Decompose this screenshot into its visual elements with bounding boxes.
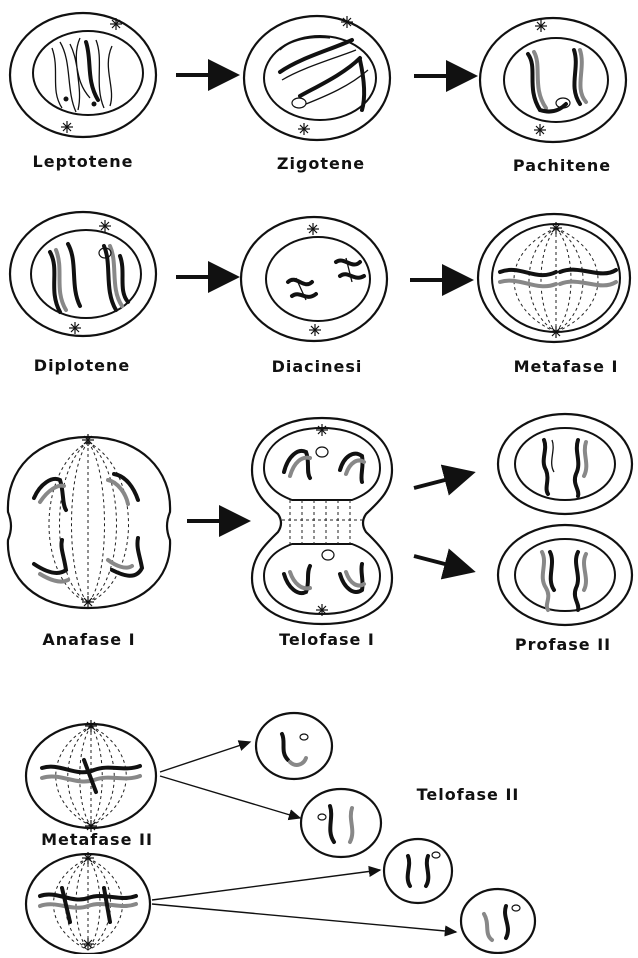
label-telofase-2: Telofase II: [417, 785, 520, 804]
label-metafase-1: Metafase I: [514, 357, 619, 376]
label-leptotene: Leptotene: [33, 152, 134, 171]
cell-leptotene: [10, 13, 156, 137]
centrosome-icon: [550, 326, 562, 338]
arrow-icon: [152, 904, 456, 932]
cell-metafase-1: [478, 214, 630, 342]
centrosome-icon: [309, 324, 321, 336]
cell-pachitene: [480, 18, 626, 142]
cell-telofase-1: [252, 418, 392, 624]
cell-diacinesi: [241, 217, 387, 341]
arrow-icon: [160, 776, 300, 818]
centrosome-icon: [307, 223, 319, 235]
centrosome-icon: [99, 220, 111, 232]
label-diacinesi: Diacinesi: [272, 357, 363, 376]
label-telofase-1: Telofase I: [279, 630, 375, 649]
centrosome-icon: [535, 20, 547, 32]
arrow-icon: [152, 870, 380, 900]
cell-diplotene: [10, 212, 156, 336]
cell-zigotene: [244, 16, 390, 140]
arrow-icon: [160, 742, 250, 772]
centrosome-icon: [341, 16, 353, 28]
arrow-icon: [414, 556, 468, 570]
label-zigotene: Zigotene: [277, 154, 365, 173]
centrosome-icon: [82, 596, 94, 608]
centrosome-icon: [85, 720, 97, 732]
centrosome-icon: [61, 121, 73, 133]
centrosome-icon: [69, 322, 81, 334]
label-anafase-1: Anafase I: [42, 630, 135, 649]
centrosome-icon: [82, 434, 94, 446]
centrosome-icon: [316, 424, 328, 436]
centrosome-icon: [534, 124, 546, 136]
cell-metafase-2-upper: [26, 720, 156, 832]
centrosome-icon: [298, 123, 310, 135]
cell-profase-2-upper: [498, 414, 632, 514]
cell-telofase-2-d: [461, 889, 535, 953]
cell-metafase-2-lower: [26, 852, 150, 954]
cell-telofase-2-b: [301, 789, 381, 857]
centrosome-icon: [110, 18, 122, 30]
cell-telofase-2-c: [384, 839, 452, 903]
cell-telofase-2-a: [256, 713, 332, 779]
label-metafase-2: Metafase II: [41, 830, 153, 849]
cell-profase-2-lower: [498, 525, 632, 625]
arrow-icon: [414, 474, 468, 488]
cell-anafase-1: [8, 434, 170, 608]
label-profase-2: Profase II: [515, 635, 611, 654]
label-diplotene: Diplotene: [34, 356, 130, 375]
label-pachitene: Pachitene: [513, 156, 611, 175]
